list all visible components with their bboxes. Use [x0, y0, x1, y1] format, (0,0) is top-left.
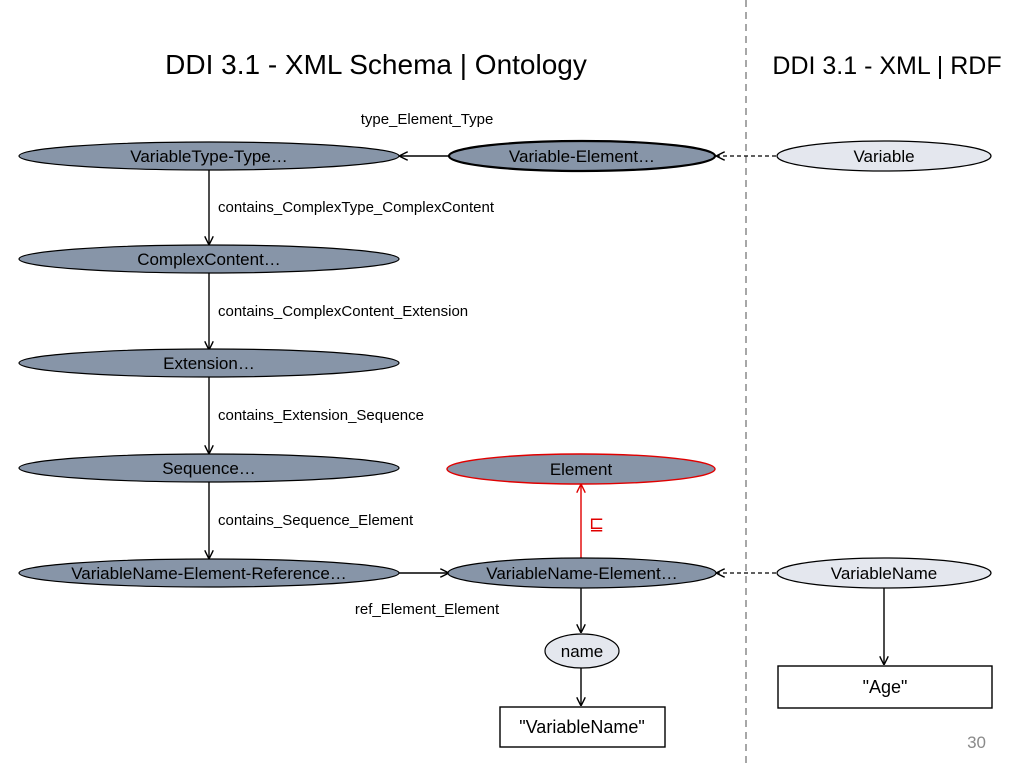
node-variable-name-element-reference-label: VariableName-Element-Reference… [71, 564, 347, 583]
node-variable-name-element: VariableName-Element… [447, 557, 717, 589]
node-extension: Extension… [18, 348, 400, 378]
label-contains-sequence-element: contains_Sequence_Element [218, 512, 414, 529]
node-variable-label: Variable [853, 147, 914, 166]
literal-variable-name-label: "VariableName" [519, 717, 645, 737]
label-ref-element-element: ref_Element_Element [355, 601, 500, 618]
label-contains-extension-sequence: contains_Extension_Sequence [218, 407, 424, 424]
literal-age-label: "Age" [863, 677, 908, 697]
node-element-label: Element [550, 460, 613, 479]
node-variable-name-label: VariableName [831, 564, 937, 583]
node-variable-type-type: VariableType-Type… [18, 141, 400, 171]
label-contains-complexcontent-extension: contains_ComplexContent_Extension [218, 303, 468, 320]
node-sequence: Sequence… [18, 453, 400, 483]
node-variable: Variable [776, 140, 992, 172]
schema-ontology-title: DDI 3.1 - XML Schema | Ontology [165, 49, 587, 80]
xml-rdf-title: DDI 3.1 - XML | RDF [772, 52, 1001, 80]
literal-age: "Age" [777, 665, 993, 709]
node-extension-label: Extension… [163, 354, 255, 373]
subclass-symbol: ⊑ [589, 514, 604, 535]
node-complex-content: ComplexContent… [18, 244, 400, 274]
node-variable-name: VariableName [776, 557, 992, 589]
label-type-element-type: type_Element_Type [361, 111, 494, 128]
node-sequence-label: Sequence… [162, 459, 256, 478]
node-name-label: name [561, 642, 604, 661]
literal-variable-name: "VariableName" [499, 706, 666, 748]
node-variable-element: Variable-Element… [447, 139, 717, 173]
node-variable-name-element-reference: VariableName-Element-Reference… [18, 558, 400, 588]
node-variable-name-element-label: VariableName-Element… [486, 564, 677, 583]
page-number: 30 [967, 733, 986, 752]
node-element: Element [446, 453, 716, 485]
label-contains-complextype-complexcontent: contains_ComplexType_ComplexContent [218, 199, 495, 216]
node-complex-content-label: ComplexContent… [137, 250, 281, 269]
node-variable-element-label: Variable-Element… [509, 147, 655, 166]
node-name: name [544, 633, 620, 669]
node-variable-type-type-label: VariableType-Type… [130, 147, 287, 166]
